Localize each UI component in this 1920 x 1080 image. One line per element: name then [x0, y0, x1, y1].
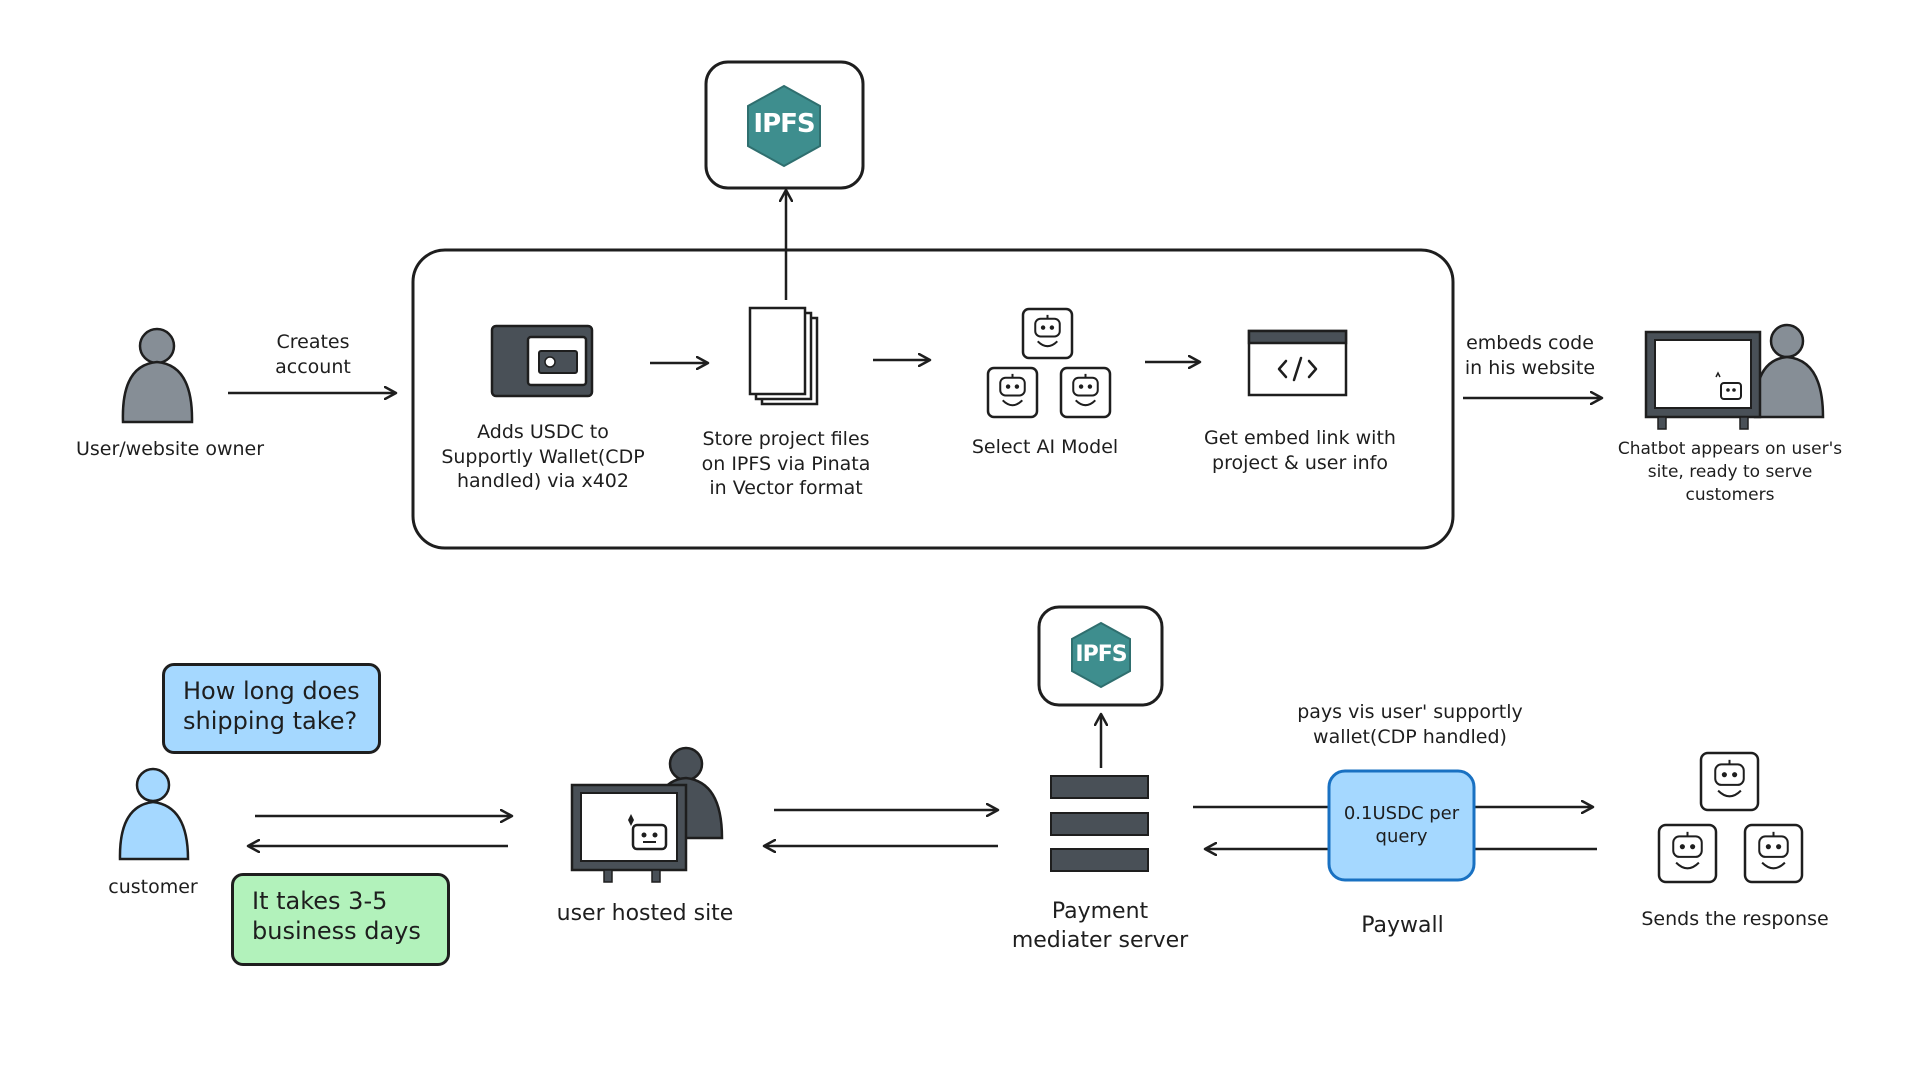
- robot-icon: [1657, 823, 1718, 884]
- store-step-label: Store project files on IPFS via Pinata i…: [701, 428, 871, 500]
- paywall-label: Paywall: [1361, 913, 1444, 938]
- server-stack-icon: [1050, 775, 1149, 872]
- code-window-icon: [1247, 329, 1348, 397]
- onboarding-container: [411, 248, 1455, 550]
- ipfs-logo-text-bottom: IPFS: [1075, 642, 1127, 667]
- chatbot-site-label: Chatbot appears on user's site, ready to…: [1617, 439, 1843, 505]
- embeds-code-label: embeds code in his website: [1464, 332, 1596, 379]
- customer-label: customer: [108, 876, 198, 898]
- user-owner-label: User/website owner: [75, 438, 265, 460]
- wallet-icon: [490, 324, 594, 398]
- paywall-box: [1327, 769, 1476, 882]
- customer-icon: [118, 767, 190, 861]
- ipfs-storage-node-bottom: [1037, 605, 1164, 707]
- ipfs-storage-node-top: [704, 60, 865, 190]
- hosted-site-icon: [570, 746, 724, 883]
- answer-bubble: It takes 3-5 business days: [231, 873, 450, 966]
- paywall-box-label: 0.1USDC per query: [1343, 803, 1460, 848]
- robot-icon: [1021, 307, 1074, 360]
- model-step-label: Select AI Model: [971, 436, 1119, 458]
- robot-icon: [1059, 366, 1112, 419]
- robot-icon: [1699, 751, 1760, 812]
- response-label: Sends the response: [1641, 908, 1829, 930]
- robot-icon: [986, 366, 1039, 419]
- creates-account-label: Creates account: [275, 331, 351, 378]
- embed-step-label: Get embed link with project & user info: [1204, 427, 1396, 474]
- ipfs-logo-text-top: IPFS: [753, 109, 815, 139]
- user-owner-icon: [121, 327, 194, 424]
- documents-icon: [748, 306, 819, 406]
- ai-models-icon: [986, 307, 1112, 419]
- chatbot-site-icon: [1644, 323, 1825, 430]
- wallet-step-label: Adds USDC to Supportly Wallet(CDP handle…: [441, 421, 645, 493]
- ai-models-response-icon: [1657, 751, 1804, 884]
- hosted-site-label: user hosted site: [556, 901, 734, 926]
- question-bubble: How long does shipping take?: [162, 663, 381, 754]
- server-label: Payment mediater server: [1011, 899, 1189, 953]
- robot-icon: [1743, 823, 1804, 884]
- pays-label: pays vis user' supportly wallet(CDP hand…: [1297, 701, 1523, 748]
